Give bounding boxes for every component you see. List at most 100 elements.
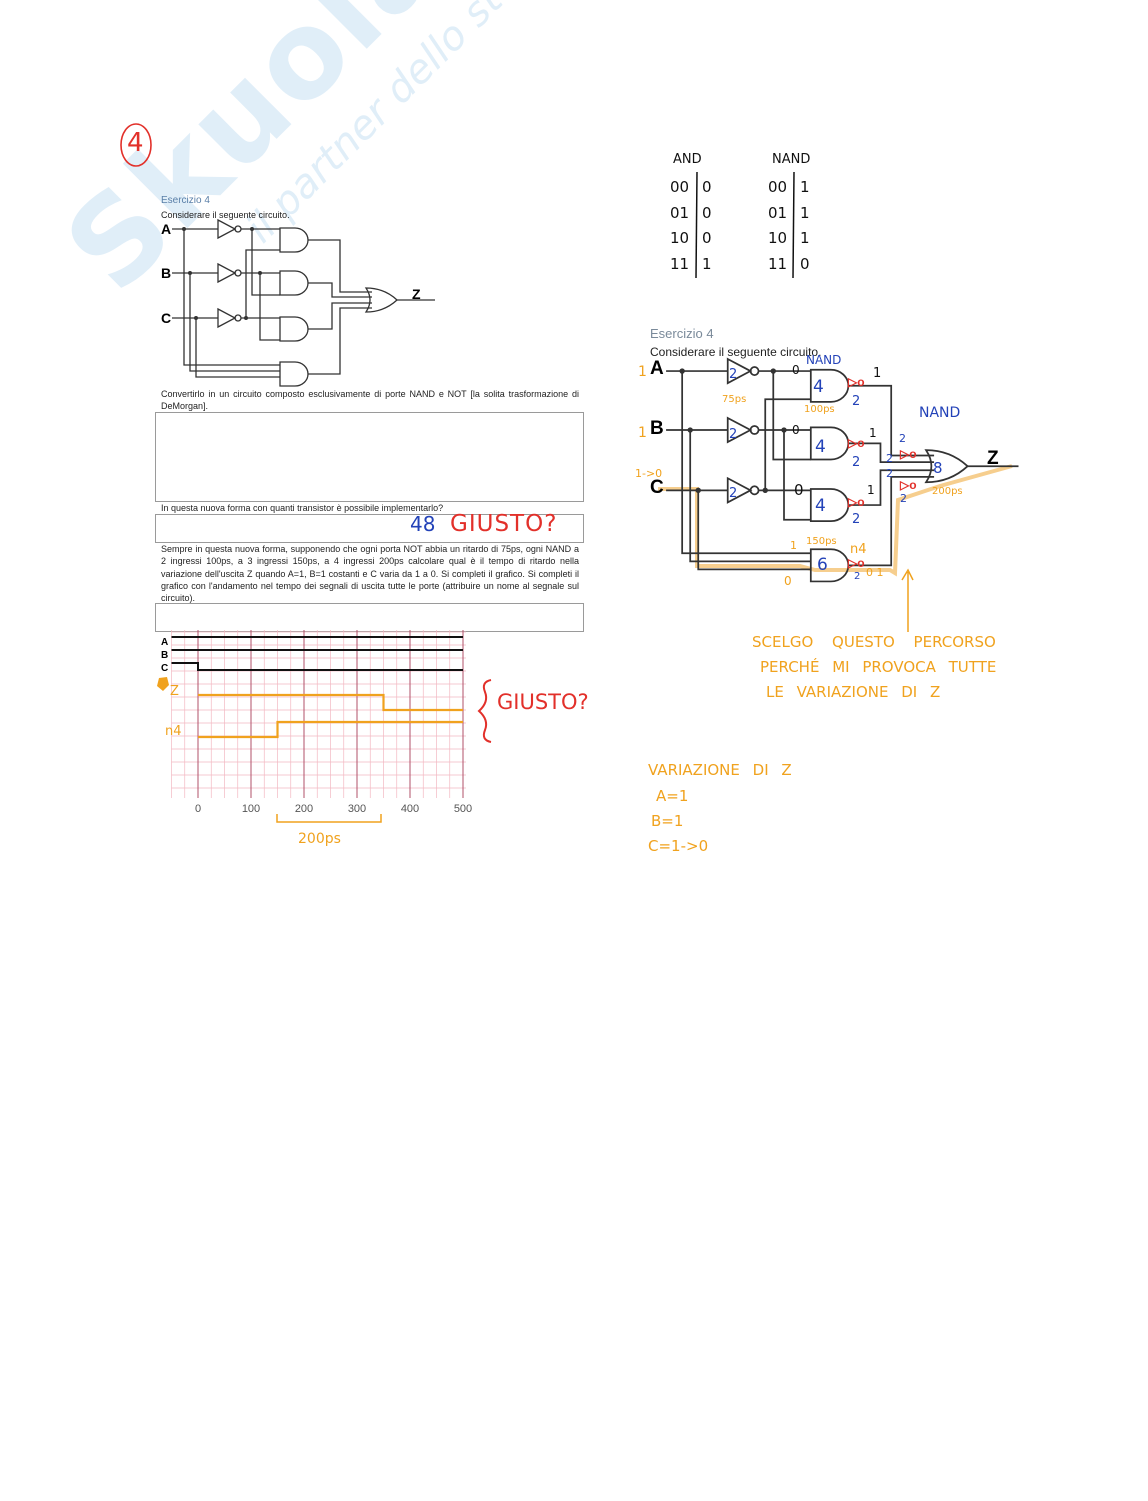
- input-c-value: 1->0: [635, 467, 663, 480]
- inv-transistors: 2: [886, 467, 893, 480]
- x-tick-label: 300: [348, 803, 366, 815]
- inv-transistors: 2: [900, 492, 907, 505]
- variation-a: A=1: [656, 787, 689, 805]
- nand-table-title: NAND: [772, 152, 811, 167]
- output-z-label-right: Z: [987, 448, 999, 469]
- input-c-label-right: C: [650, 477, 664, 498]
- inverter-bubble-icon: ▷o: [848, 375, 865, 389]
- orange-mark: [157, 677, 169, 691]
- nand-output-value: 1: [867, 483, 875, 497]
- inv-transistors: 2: [852, 394, 861, 409]
- intro-right: Considerare il seguente circuito.: [650, 345, 822, 359]
- nand-table-inputs: 00 01 10 11: [768, 175, 787, 277]
- check-note-2: GIUSTO?: [497, 690, 589, 714]
- nand2-transistors: 4: [815, 496, 826, 516]
- not-delay: 75ps: [722, 394, 747, 405]
- input-b-label: B: [161, 265, 172, 281]
- delay-note: 200ps: [298, 831, 341, 847]
- signal-label-n4: n4: [165, 724, 182, 739]
- waveform-c: [171, 662, 463, 671]
- inverter-bubble-icon: ▷o: [848, 436, 865, 450]
- signal-label-c: C: [161, 663, 169, 674]
- x-tick-label: 500: [454, 803, 472, 815]
- nand-row-output: 1: [800, 229, 810, 247]
- inv-transistors: 2: [852, 455, 861, 470]
- variation-title: VARIAZIONE DI Z: [648, 761, 792, 779]
- nand-row-output: 1: [800, 178, 810, 196]
- nand3-delay: 150ps: [806, 536, 837, 547]
- n4-label: n4: [850, 542, 867, 557]
- x-tick-label: 100: [242, 803, 260, 815]
- input-b-label-right: B: [650, 418, 664, 439]
- answer-box-2[interactable]: [155, 514, 584, 543]
- nand-row-output: 1: [800, 203, 810, 222]
- inverter-bubble-icon: ▷o: [848, 556, 865, 570]
- brace-icon: [477, 679, 492, 743]
- signal-label-z: Z: [170, 684, 179, 699]
- nand-row-input: 01: [768, 203, 788, 222]
- and-row-output: 1: [702, 254, 712, 273]
- inv-transistors: 2: [852, 512, 861, 527]
- check-note-1: GIUSTO?: [450, 511, 558, 537]
- input-a-label: A: [161, 221, 172, 237]
- nand4-transistors: 8: [933, 459, 943, 477]
- path-note-line-2: PERCHÉ MI PROVOCA TUTTE: [760, 658, 997, 676]
- path-note-line-1: SCELGO QUESTO PERCORSO: [752, 633, 996, 651]
- nand2-transistors: 4: [813, 377, 824, 397]
- inverter-bubble-icon: ▷o: [848, 495, 865, 509]
- and-row-output: 0: [702, 229, 712, 247]
- not-output-value: 0: [792, 363, 800, 377]
- x-tick-label: 200: [295, 803, 313, 815]
- arrow-up-icon: [901, 568, 914, 632]
- path-note-line-3: LE VARIAZIONE DI Z: [766, 683, 941, 701]
- input-b-value: 1: [638, 425, 647, 441]
- input-a-value: 1: [638, 364, 647, 380]
- not-output-value: 0: [794, 481, 804, 499]
- answer-box-3[interactable]: [155, 603, 584, 632]
- inv-transistors: 2: [886, 452, 893, 465]
- and-row-input: 10: [670, 229, 690, 247]
- nand2-transistors: 4: [815, 437, 826, 457]
- inverter-bubble-icon: ▷o: [900, 447, 917, 461]
- not-transistors: 2: [729, 427, 738, 442]
- and-row-output: 0: [702, 203, 712, 222]
- n4-value: 0 1: [866, 566, 884, 579]
- delay-bracket: [276, 814, 382, 823]
- nand4-delay: 200ps: [932, 486, 963, 497]
- nand-label-top: NAND: [806, 353, 842, 367]
- not-transistors: 2: [729, 486, 738, 501]
- circled-number: [120, 123, 152, 167]
- not-transistors: 2: [729, 367, 738, 382]
- watermark-tagline: il partner dello studente: [237, 0, 612, 252]
- and-row-input: 00: [670, 178, 690, 196]
- inv-transistors: 2: [899, 432, 906, 445]
- nand-table-divider: [792, 171, 795, 279]
- exercise-title-left: Esercizio 4: [161, 195, 210, 206]
- and-row-input: 11: [670, 254, 690, 273]
- nand-row-input: 00: [768, 178, 788, 196]
- answer-transistors: 48: [410, 512, 436, 536]
- nand-row-input: 10: [768, 229, 788, 247]
- circuit-diagram-left: [171, 219, 436, 387]
- signal-labels-abc: A B C: [161, 636, 168, 675]
- answer-box-1[interactable]: [155, 412, 584, 502]
- output-z-label: Z: [412, 286, 421, 302]
- nand-label-out: NAND: [919, 405, 961, 421]
- variation-b: B=1: [651, 812, 684, 830]
- input-a-label-right: A: [650, 358, 664, 379]
- nand-row-input: 11: [768, 254, 788, 273]
- inv-transistors: 2: [854, 571, 861, 582]
- x-tick-label: 0: [195, 803, 201, 815]
- page-number-note: 4: [127, 128, 144, 158]
- question-3: Sempre in questa nuova forma, supponendo…: [161, 544, 579, 604]
- nand-output-value: 1: [869, 426, 877, 440]
- x-tick-label: 400: [401, 803, 419, 815]
- variation-c: C=1->0: [648, 837, 709, 855]
- question-1: Convertirlo in un circuito composto escl…: [161, 389, 579, 412]
- and-table-inputs: 00 01 10 11: [670, 175, 689, 277]
- intro-left: Considerare il seguente circuito.: [161, 210, 290, 220]
- timing-chart: 0 100 200 300 400 500: [171, 630, 472, 815]
- and-table-divider: [695, 171, 698, 279]
- input-c-label: C: [161, 310, 172, 326]
- and-table-outputs: 0 0 0 1: [702, 175, 712, 277]
